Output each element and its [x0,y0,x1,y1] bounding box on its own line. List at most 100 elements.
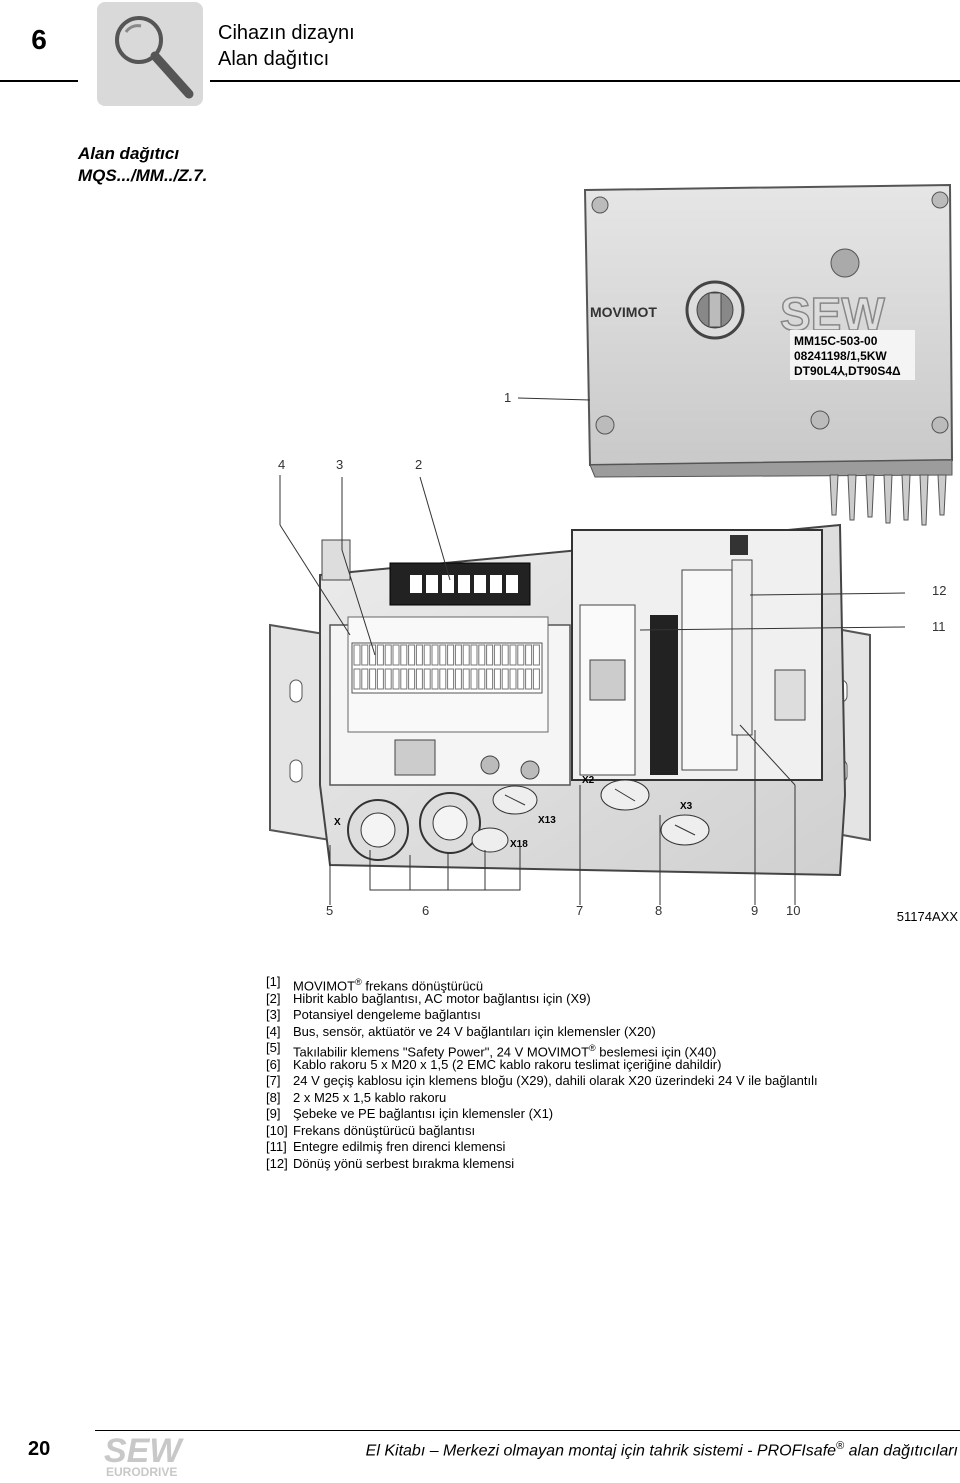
connector-label-x13: X13 [538,815,556,826]
junction-box: X2 X3 X13 X18 X [269,523,871,877]
terminal-slot [400,668,408,690]
callout-4: 4 [278,457,285,472]
connector-label-x18: X18 [510,839,528,850]
legend-item: [1] MOVIMOT® frekans dönüştürücü [266,974,946,994]
callout-12: 12 [932,583,946,598]
nameplate-line1: MM15C-503-00 [794,334,878,348]
section-title-line2: MQS.../MM../Z.7. [78,166,208,185]
terminal-slot [353,668,361,690]
registered-mark: ® [589,1043,596,1053]
terminal-slot [525,644,533,666]
callout-10: 10 [786,903,800,918]
terminal-slot [517,668,525,690]
terminal-slot [470,644,478,666]
footer-text-pre: El Kitabı – Merkezi olmayan montaj için … [365,1442,837,1460]
page-number: 20 [28,1438,51,1460]
leader-lines [279,397,906,905]
callout-8: 8 [655,903,662,918]
callout-7: 7 [576,903,583,918]
terminal-slot [478,668,486,690]
registered-mark: ® [836,1440,845,1452]
terminal-slot [415,644,423,666]
legend-item: [11]Entegre edilmiş fren direnci klemens… [266,1139,946,1156]
terminal-slot [501,644,509,666]
callout-6: 6 [422,903,429,918]
movimot-lid: MOVIMOT SEW MM15C-503-00 08241198/1,5KW … [583,183,954,526]
magnifier-icon [115,16,194,99]
registered-mark: ® [355,977,362,987]
terminal-slot [431,644,439,666]
terminal-slot [486,668,494,690]
header-icon-box [97,2,203,106]
terminal-slot [392,668,400,690]
legend-text: Şebeke ve PE bağlantısı için klemensler … [293,1106,554,1121]
chapter-subtitle: Alan dağıtıcı [218,48,330,70]
device-figure: MOVIMOT SEW MM15C-503-00 08241198/1,5KW … [260,183,960,918]
figure-id: 51174AXX [896,909,958,924]
logo-eurodrive-text: EURODRIVE [106,1465,177,1479]
terminal-slot [361,644,369,666]
callout-1: 1 [504,390,511,405]
legend-item: [5] Takılabilir klemens "Safety Power", 2… [266,1040,946,1060]
terminal-slot [400,644,408,666]
terminal-slot [384,644,392,666]
terminal-slot [501,668,509,690]
chapter-box: 6 [0,0,78,82]
footer-rule [95,1430,960,1431]
legend-num: [9] [266,1106,281,1121]
terminal-slot [376,668,384,690]
terminal-slot [392,644,400,666]
nameplate-line2: 08241198/1,5KW [794,349,887,363]
terminal-slot [447,668,455,690]
legend-item: [2]Hibrit kablo bağlantısı, AC motor bağ… [266,991,946,1008]
terminal-slot [361,668,369,690]
terminal-slot [478,644,486,666]
terminal-slot [462,668,470,690]
terminal-slot [439,644,447,666]
legend-num: [2] [266,990,281,1006]
callout-2: 2 [415,457,422,472]
footer-text: El Kitabı – Merkezi olmayan montaj için … [366,1440,958,1460]
footer-text-post: alan dağıtıcıları [844,1442,958,1460]
legend-num: [1] [266,974,281,989]
terminal-slot [486,644,494,666]
terminal-slot [447,644,455,666]
sew-eurodrive-logo-graphic: SEW EURODRIVE [104,1432,184,1479]
terminal-slot [525,668,533,690]
chapter-title: Cihazın dizaynı [218,22,355,44]
connector-label-x2: X2 [582,775,595,786]
terminal-slot [517,644,525,666]
section-title: Alan dağıtıcı MQS.../MM../Z.7. [78,143,207,187]
nameplate-line3: DT90L4⅄,DT90S4Δ [794,364,901,378]
legend-text: Entegre edilmiş fren direnci klemensi [293,1139,506,1154]
logo-sew-text: SEW [104,1432,184,1470]
terminal-slot [423,668,431,690]
terminal-slot [408,644,416,666]
legend-num: [12] [266,1155,288,1171]
terminal-slot [493,668,501,690]
sew-eurodrive-logo: SEW EURODRIVE [100,1430,206,1479]
legend-text: 24 V geçiş kablosu için klemens bloğu (X… [293,1073,818,1088]
legend-num: [5] [266,1040,281,1055]
callout-numbers: 1 2 3 4 5 6 7 8 9 10 11 12 [278,390,946,918]
legend-text: Kablo rakoru 5 x M20 x 1,5 (2 EMC kablo … [293,1056,722,1072]
legend-text-pre: MOVIMOT [293,978,356,994]
legend-num: [7] [266,1073,281,1088]
legend-text-pre: Takılabilir klemens "Safety Power", 24 V… [293,1044,590,1060]
legend-num: [4] [266,1023,281,1039]
terminal-slot [423,644,431,666]
terminal-slot [509,668,517,690]
legend-text: Potansiyel dengeleme bağlantısı [293,1007,481,1022]
connector-label-x3: X3 [680,801,693,812]
legend-text: Dönüş yönü serbest bırakma klemensi [293,1155,515,1171]
legend-item: [3]Potansiyel dengeleme bağlantısı [266,1007,946,1024]
legend: [1] MOVIMOT® frekans dönüştürücü [2]Hibri… [266,974,946,1172]
terminal-slot [431,668,439,690]
legend-num: [8] [266,1089,281,1105]
movimot-brand-text: MOVIMOT [590,304,657,320]
terminal-slot [415,668,423,690]
legend-text: Bus, sensör, aktüatör ve 24 V bağlantıla… [293,1023,656,1039]
terminal-slot [462,644,470,666]
legend-text: MOVIMOT® frekans dönüştürücü [293,974,483,994]
terminal-slot [509,644,517,666]
